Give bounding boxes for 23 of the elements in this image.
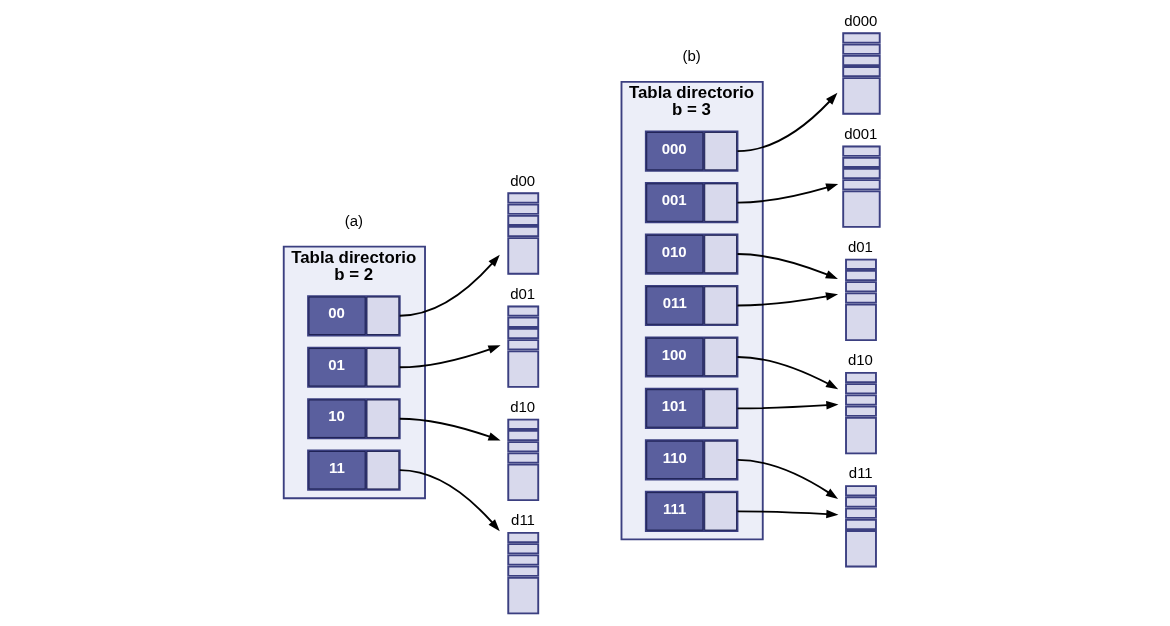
node-label: d11 [511,511,535,529]
node-label: d10 [847,351,873,369]
arrow [398,345,501,369]
arrow [736,509,839,519]
node-label: d000 [844,11,878,29]
node-label: d01 [510,284,536,302]
arrow [736,92,838,153]
node-label: d00 [510,171,536,189]
node-label: d11 [848,464,873,482]
node-label: d01 [847,238,873,255]
label: (b) [682,47,701,65]
arrow [736,356,839,390]
arrow [398,469,500,532]
arrow [398,417,501,441]
node-label: d10 [510,397,536,415]
arrow [736,183,839,204]
arrow [398,254,500,317]
arrow [736,253,838,280]
node-label: d001 [844,124,878,142]
arrow [736,458,839,499]
arrow [736,292,839,307]
arrow [736,400,839,410]
label: (a) [344,211,364,229]
